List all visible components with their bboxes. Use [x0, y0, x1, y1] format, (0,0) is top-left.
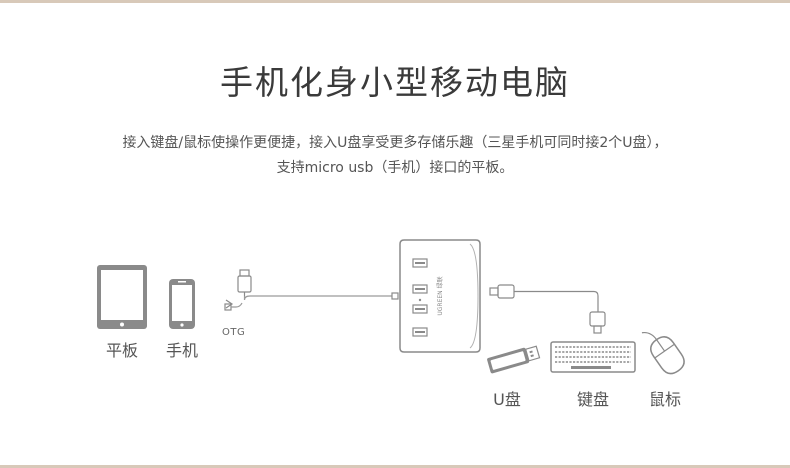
top-accent-bar	[0, 0, 790, 3]
mouse-label: 鼠标	[648, 390, 681, 409]
phone-icon	[169, 279, 195, 329]
keyboard-cable	[489, 284, 606, 334]
tablet-icon	[97, 265, 147, 329]
usb-port	[412, 327, 428, 337]
mouse-icon	[641, 331, 685, 375]
usb-drive-icon	[487, 345, 541, 374]
usb-drive-label: U盘	[493, 390, 521, 409]
description-line-1: 接入键盘/鼠标使操作更便捷，接入U盘享受更多存储乐趣（三星手机可同时接2个U盘）…	[122, 135, 668, 151]
hub-logo: UGREEN 绿联	[436, 276, 444, 315]
otg-cable	[243, 295, 392, 301]
keyboard-label: 键盘	[576, 390, 609, 409]
page-title: 手机化身小型移动电脑	[220, 63, 570, 102]
usb-port	[412, 258, 428, 268]
keyboard-icon	[550, 341, 636, 373]
usb-port	[412, 304, 428, 314]
description-line-2: 支持micro usb（手机）接口的平板。	[276, 160, 514, 176]
otg-plug-icon	[224, 269, 252, 311]
usb-port	[412, 284, 428, 294]
usb-hub: UGREEN 绿联	[399, 239, 481, 353]
phone-label: 手机	[165, 341, 198, 360]
tablet-label: 平板	[105, 341, 138, 360]
bottom-accent-bar	[0, 465, 790, 468]
otg-label: OTG	[222, 327, 246, 338]
